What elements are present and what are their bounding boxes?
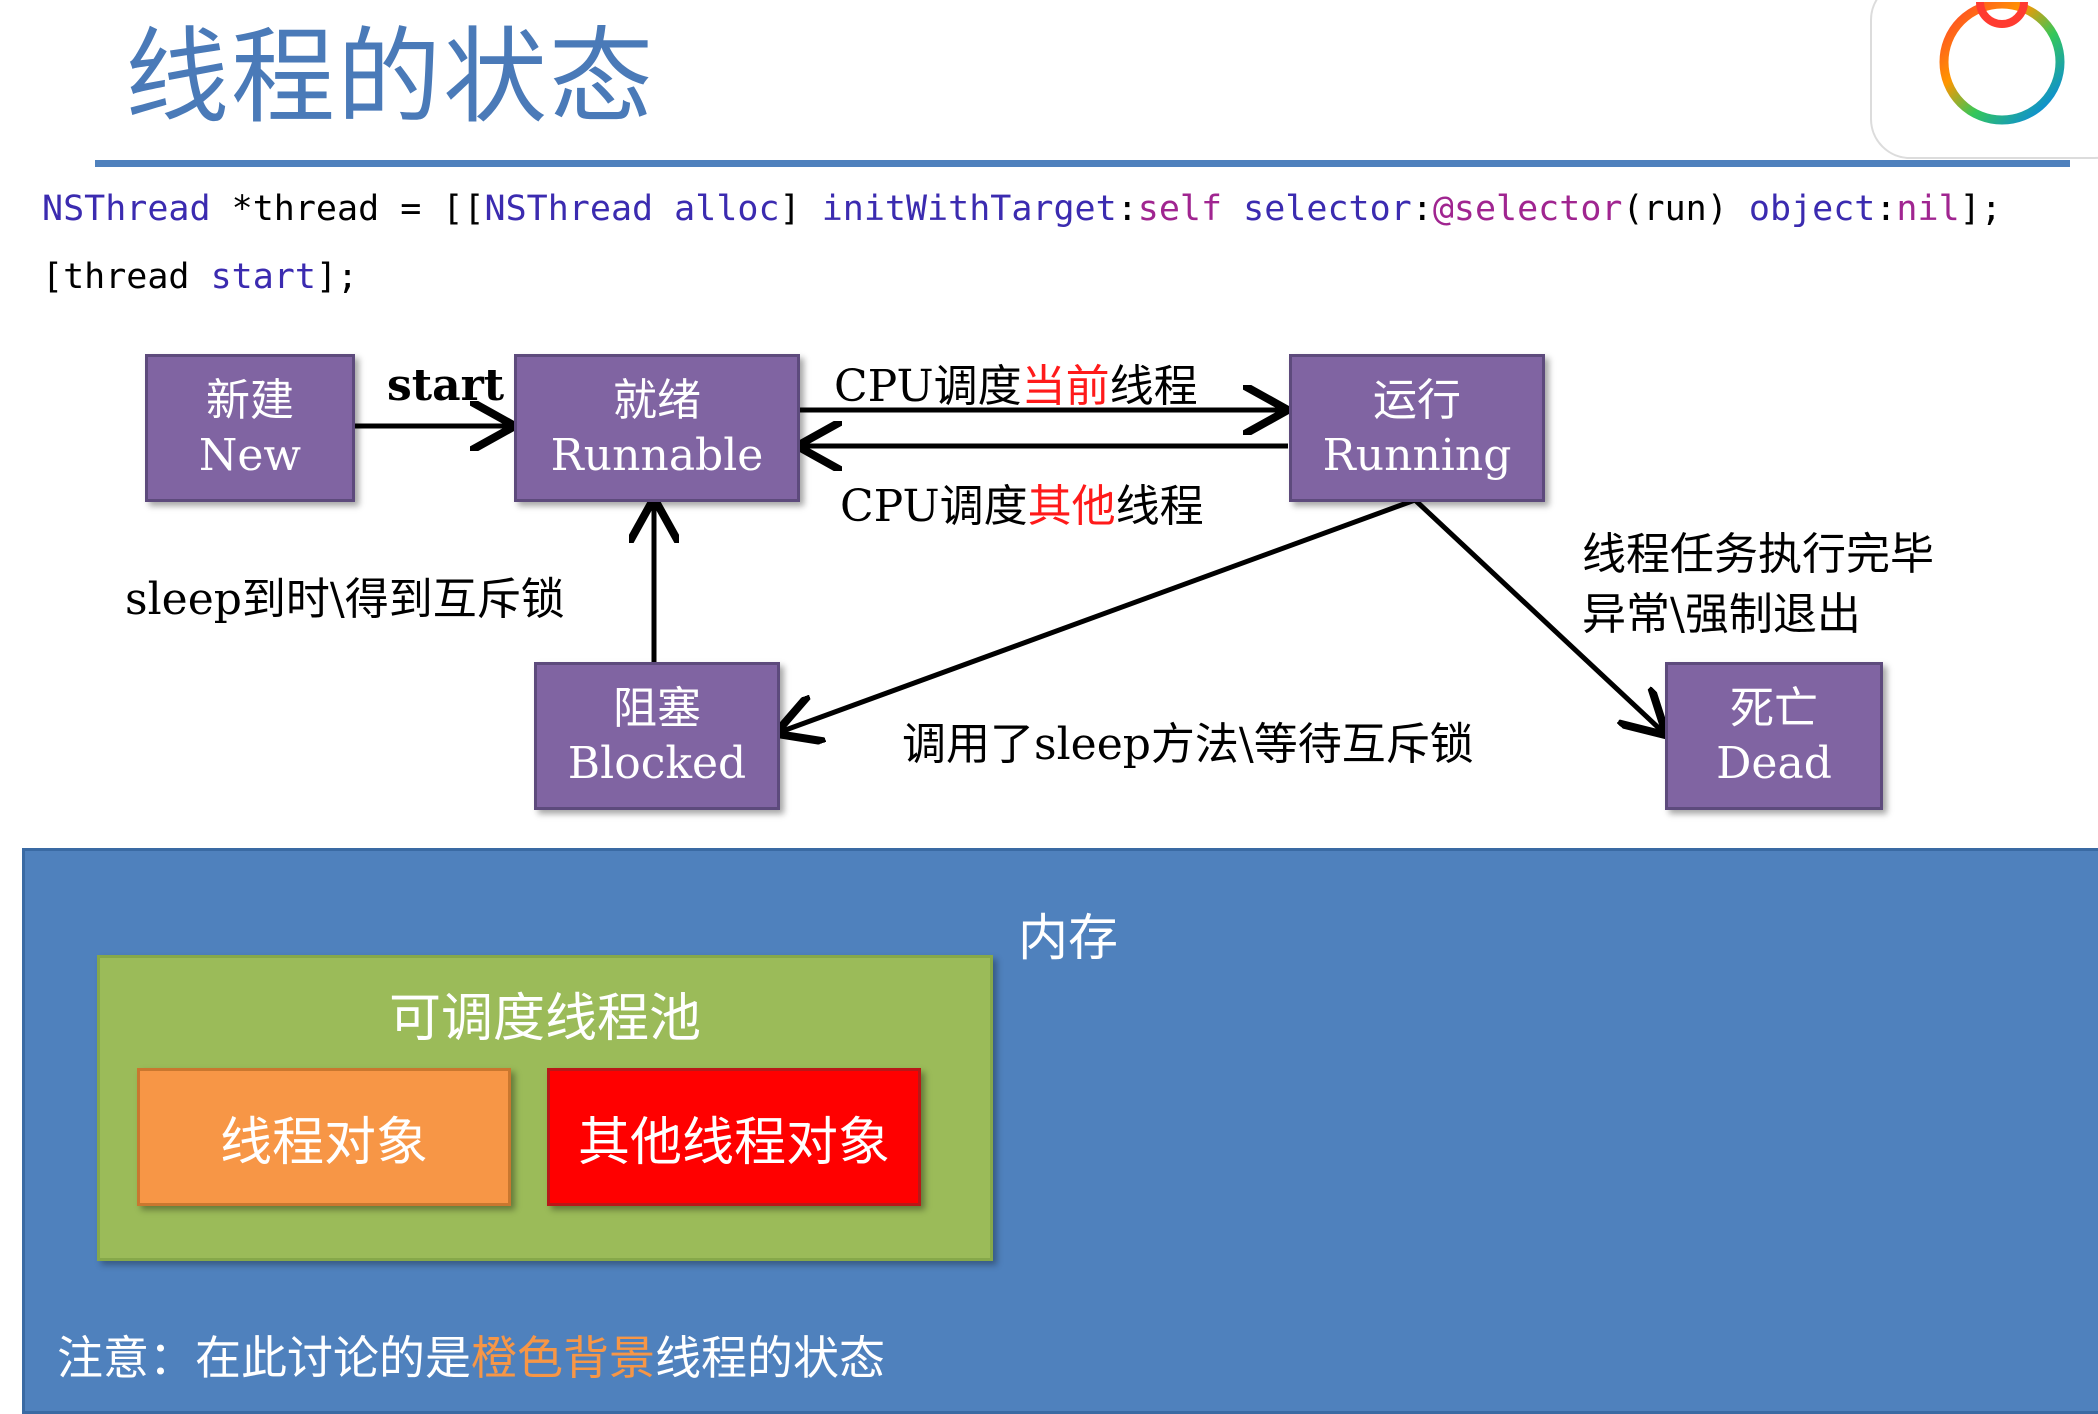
code-token: start [210,257,316,297]
edge-label-to-dead-line1: 线程任务执行完毕 [1582,529,1934,580]
code-token: : [1411,189,1433,229]
code-token: self [1137,189,1223,229]
code-token: NSThread [42,189,211,229]
edge-label-to-blocked: 调用了sleep方法\等待互斥锁 [902,719,1474,770]
code-token: (run) [1622,189,1749,229]
note-highlight: 橙色背景 [471,1331,655,1385]
edge-label-highlight: 当前 [1021,361,1110,412]
ios-logo-tile [1870,0,2098,159]
slide-title: 线程的状态 [125,16,656,138]
code-line-1: NSThread *thread = [[NSThread alloc] ini… [42,188,2002,230]
code-token: ] [779,189,822,229]
edge-label-from-blocked: sleep到时\得到互斥锁 [125,574,565,625]
edge-label-highlight: 其他 [1027,481,1116,532]
code-token: [thread [42,257,211,297]
state-new: 新建 New [145,354,355,502]
edge-label-part: CPU调度 [834,361,1022,412]
code-token: object [1748,189,1876,229]
code-token: ]; [1959,189,2002,229]
code-token: nil [1896,189,1960,229]
ios-logo-icon [1939,2,2065,125]
state-new-en: New [198,430,302,481]
state-running: 运行 Running [1289,354,1545,502]
state-blocked: 阻塞 Blocked [534,662,780,810]
code-token: @selector [1432,189,1623,229]
schedulable-thread-pool: 可调度线程池 线程对象 其他线程对象 [97,955,993,1261]
state-blocked-zh: 阻塞 [613,683,701,734]
code-token: *thread = [[ [210,189,485,229]
memory-label: 内存 [1018,909,1118,967]
code-line-2: [thread start]; [42,256,358,298]
code-token: : [1875,189,1897,229]
code-token: selector [1243,189,1412,229]
edge-label-part: CPU调度 [840,481,1028,532]
state-dead: 死亡 Dead [1665,662,1883,810]
note-part: 线程的状态 [655,1331,885,1385]
state-runnable: 就绪 Runnable [514,354,800,502]
code-token: : [1116,189,1138,229]
note-part: 注意：在此讨论的是 [57,1331,471,1385]
state-runnable-zh: 就绪 [613,375,701,426]
code-token: ]; [315,257,359,297]
edge-label-to-running: CPU调度当前线程 [834,350,1198,414]
code-token: initWithTarget [821,189,1117,229]
code-token: NSThread [484,189,654,229]
arrow-running-to-blocked [780,497,1416,732]
pool-label: 可调度线程池 [388,989,701,1049]
state-runnable-en: Runnable [550,430,764,481]
state-dead-zh: 死亡 [1730,683,1818,734]
state-running-en: Running [1322,430,1512,481]
other-thread-object: 其他线程对象 [547,1068,921,1206]
edge-label-to-dead-line2: 异常\强制退出 [1582,589,1861,640]
edge-label-to-runnable: CPU调度其他线程 [840,470,1204,534]
state-new-zh: 新建 [206,375,294,426]
arrow-running-to-dead [1413,498,1663,732]
edge-label-part: 线程 [1115,481,1204,532]
state-blocked-en: Blocked [567,738,747,789]
state-running-zh: 运行 [1373,375,1461,426]
edge-label-start: start [387,360,505,411]
code-token: alloc [674,189,780,229]
note: 注意：在此讨论的是橙色背景线程的状态 [57,1322,885,1388]
thread-object: 线程对象 [137,1068,511,1206]
edge-label-part: 线程 [1109,361,1198,412]
state-dead-en: Dead [1716,738,1832,789]
title-divider [95,160,2070,167]
